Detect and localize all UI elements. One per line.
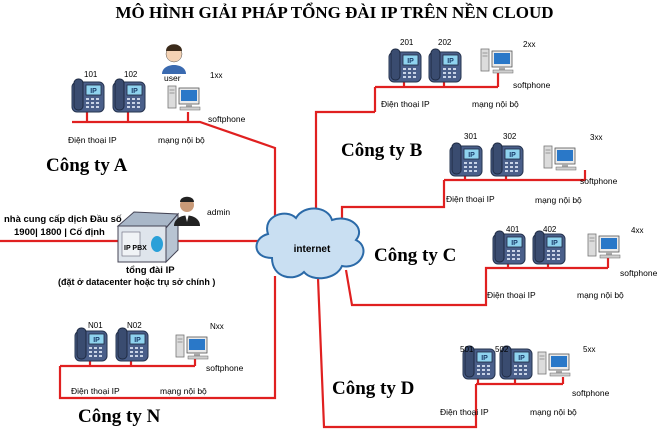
softphone-n-icon — [175, 334, 209, 360]
company-d-name: Công ty D — [332, 378, 415, 399]
ip-pbx-server: IP PBX — [116, 211, 180, 264]
range-nxx: Nxx — [210, 322, 224, 331]
user-label: user — [164, 73, 181, 83]
company-b-name: Công ty B — [341, 140, 423, 161]
range-5xx: 5xx — [583, 345, 596, 354]
range-1xx: 1xx — [210, 71, 223, 80]
pbx-label: tổng đài IP — [126, 265, 175, 276]
lan-label-n: mạng nội bộ — [160, 386, 207, 396]
lan-label-d: mạng nội bộ — [530, 407, 577, 417]
ext-401: 401 — [506, 225, 520, 234]
phone-label-n: Điện thoại IP — [71, 386, 120, 396]
phone-202-icon — [428, 48, 462, 83]
phone-label-a: Điện thoại IP — [68, 135, 117, 145]
ext-102: 102 — [124, 70, 138, 79]
ext-101: 101 — [84, 70, 98, 79]
phone-label-b: Điện thoại IP — [381, 99, 430, 109]
company-a-name: Công ty A — [46, 155, 128, 176]
ext-502: 502 — [495, 345, 509, 354]
internet-cloud: internet — [255, 207, 365, 280]
softphone-d-icon — [537, 351, 571, 377]
phone-301-icon — [449, 142, 483, 177]
softphone-b-icon — [480, 48, 514, 74]
softphone-a-icon — [167, 85, 201, 111]
ext-301: 301 — [464, 132, 478, 141]
range-4xx: 4xx — [631, 226, 644, 235]
phone-302-icon — [490, 142, 524, 177]
ext-201: 201 — [400, 38, 414, 47]
ext-n01: N01 — [88, 321, 103, 330]
diagram-title: MÔ HÌNH GIẢI PHÁP TỔNG ĐÀI IP TRÊN NỀN C… — [115, 3, 554, 22]
softphone-c-label: softphone — [620, 268, 658, 278]
phone-401-icon — [492, 230, 526, 265]
ext-302: 302 — [503, 132, 517, 141]
ext-501: 501 — [460, 345, 474, 354]
phone-201-icon — [388, 48, 422, 83]
ext-202: 202 — [438, 38, 452, 47]
phone-n02-icon — [115, 327, 149, 362]
pbx-sublabel: (đặt ở datacenter hoặc trụ sở chính ) — [58, 277, 216, 287]
connection-lines — [0, 73, 610, 429]
softphone-a-label: softphone — [208, 114, 246, 124]
range-2xx: 2xx — [523, 40, 536, 49]
lan-label-a: mạng nội bộ — [158, 135, 205, 145]
ext-402: 402 — [543, 225, 557, 234]
phone-102-icon — [112, 78, 146, 113]
range-3xx: 3xx — [590, 133, 603, 142]
softphone-n-label: softphone — [206, 363, 244, 373]
phone-label-b2: Điện thoại IP — [446, 194, 495, 204]
ext-n02: N02 — [127, 321, 142, 330]
softphone-c-icon — [587, 233, 621, 259]
phone-402-icon — [532, 230, 566, 265]
softphone-b-label: softphone — [513, 80, 551, 90]
internet-label: internet — [294, 244, 331, 255]
lan-label-c: mạng nội bộ — [577, 290, 624, 300]
softphone-b2-label: softphone — [580, 176, 618, 186]
lan-label-b: mạng nội bộ — [472, 99, 519, 109]
admin-person-icon — [174, 196, 200, 226]
user-person-icon — [162, 44, 186, 74]
admin-label: admin — [207, 207, 231, 217]
company-n-name: Công ty N — [78, 406, 161, 427]
lan-label-b2: mạng nội bộ — [535, 195, 582, 205]
isp-label-1: nhà cung cấp dịch Đầu số — [4, 214, 122, 225]
company-c-name: Công ty C — [374, 245, 457, 266]
isp-label-2: 1900| 1800 | Cố định — [14, 227, 105, 238]
phone-label-d: Điện thoại IP — [440, 407, 489, 417]
phone-label-c: Điện thoại IP — [487, 290, 536, 300]
pbx-icon-text: IP PBX — [124, 245, 147, 252]
softphone-b2-icon — [543, 145, 577, 171]
softphone-d-label: softphone — [572, 388, 610, 398]
phone-n01-icon — [74, 327, 108, 362]
phone-101-icon — [71, 78, 105, 113]
